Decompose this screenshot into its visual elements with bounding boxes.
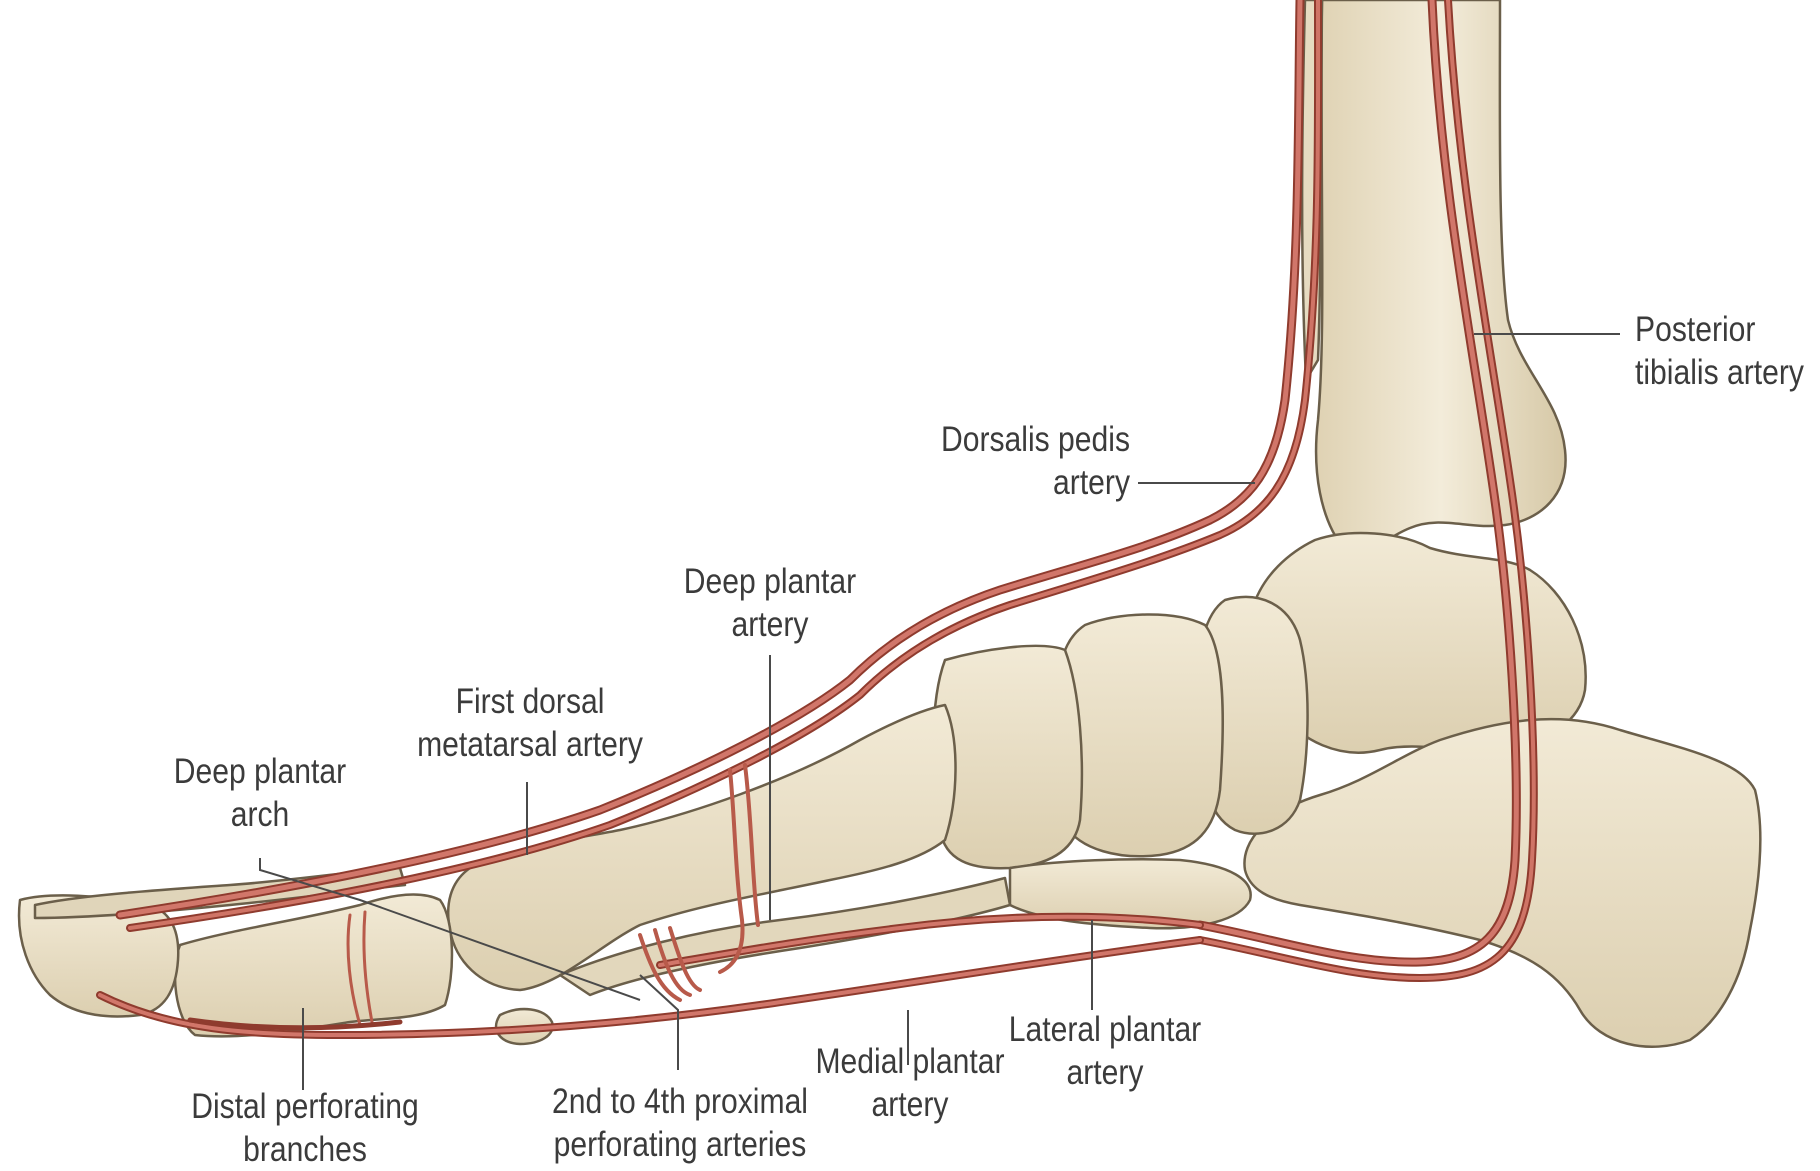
label-deep-plantar-artery: Deep plantar artery xyxy=(658,560,882,646)
calcaneus xyxy=(1244,719,1760,1047)
label-deep-plantar-arch: Deep plantar arch xyxy=(148,750,372,836)
label-proximal-perforating: 2nd to 4th proximal perforating arteries xyxy=(547,1080,814,1166)
label-lateral-plantar: Lateral plantar artery xyxy=(1002,1008,1208,1094)
label-first-dorsal-metatarsal: First dorsal metatarsal artery xyxy=(405,680,654,766)
label-distal-perforating: Distal perforating branches xyxy=(180,1085,429,1171)
label-dorsalis-pedis: Dorsalis pedis artery xyxy=(924,418,1130,504)
label-posterior-tibialis: Posterior tibialis artery xyxy=(1635,308,1804,394)
label-medial-plantar: Medial plantar artery xyxy=(807,1040,1013,1126)
